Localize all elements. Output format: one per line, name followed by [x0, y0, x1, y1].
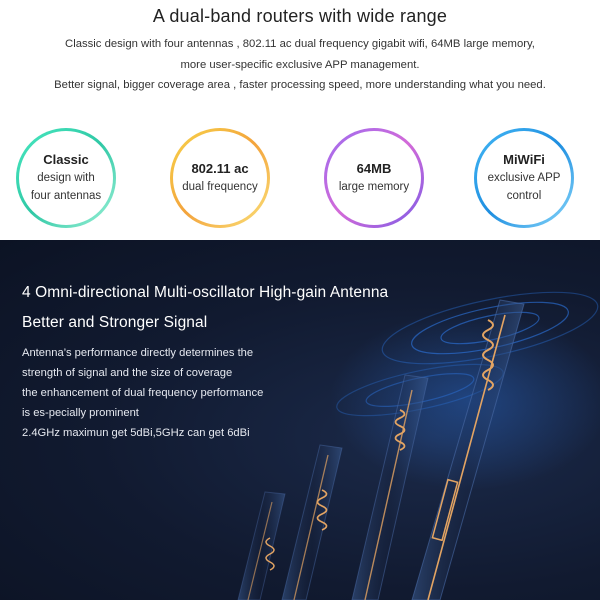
antenna-body-line-1: Antenna’s performance directly determine… [22, 347, 254, 359]
page-title: A dual-band routers with wide range [152, 6, 448, 26]
feature-text: four antennas [30, 190, 102, 202]
feature-title: Classic [43, 152, 89, 167]
feature-title: 802.11 ac [191, 161, 249, 176]
antenna-body-line-4: is es-pecially prominent [22, 407, 139, 419]
antenna-heading: 4 Omni-directional Multi-oscillator High… [22, 284, 389, 301]
antenna-tube-4 [411, 299, 525, 600]
antenna-tube-3 [351, 374, 429, 600]
feature-circle-wifi: 802.11 ac dual frequency [170, 128, 270, 228]
intro-section: A dual-band routers with wide range Clas… [0, 0, 600, 240]
feature-title: 64MB [356, 161, 392, 176]
feature-text: control [506, 190, 542, 202]
antenna-body-line-3: the enhancement of dual frequency perfor… [22, 387, 264, 399]
antenna-tube-1 [237, 491, 286, 600]
feature-circle-antennas: Classic design with four antennas [16, 128, 116, 228]
feature-text: large memory [338, 181, 410, 193]
feature-title: MiWiFi [503, 152, 545, 167]
antenna-tube-2 [281, 444, 343, 600]
intro-desc-line-3: Better signal, bigger coverage area , fa… [54, 79, 546, 91]
feature-circle-app: MiWiFi exclusive APP control [474, 128, 574, 228]
intro-desc-line-1: Classic design with four antennas , 802.… [65, 38, 535, 50]
feature-circle-memory: 64MB large memory [324, 128, 424, 228]
antenna-illustration [237, 291, 600, 600]
antenna-section: 4 Omni-directional Multi-oscillator High… [0, 240, 600, 600]
feature-text: exclusive APP [487, 172, 561, 184]
antenna-body-line-2: strength of signal and the size of cover… [22, 367, 233, 379]
feature-text: design with [37, 172, 95, 184]
intro-desc-line-2: more user-specific exclusive APP managem… [180, 59, 420, 71]
antenna-body-line-5: 2.4GHz maximun get 5dBi,5GHz can get 6dB… [22, 427, 250, 439]
feature-text: dual frequency [182, 181, 258, 193]
antenna-subheading: Better and Stronger Signal [22, 314, 208, 331]
